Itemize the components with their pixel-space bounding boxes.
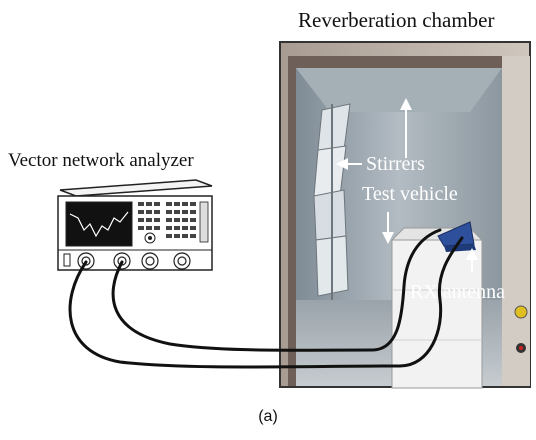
stirrers-label: Stirrers xyxy=(366,153,425,175)
rf-cables xyxy=(68,228,464,369)
test-vehicle-label: Test vehicle xyxy=(362,183,458,205)
vna-instrument xyxy=(57,179,213,271)
test-vehicle-box xyxy=(390,227,484,389)
rx-antenna-label: RX antenna xyxy=(410,281,505,303)
vna-title: Vector network analyzer xyxy=(8,150,194,171)
chamber-title: Reverberation chamber xyxy=(298,8,495,32)
stirrer-blades xyxy=(313,103,351,300)
figure-caption: (a) xyxy=(258,408,278,425)
photo-arrows xyxy=(336,98,478,272)
